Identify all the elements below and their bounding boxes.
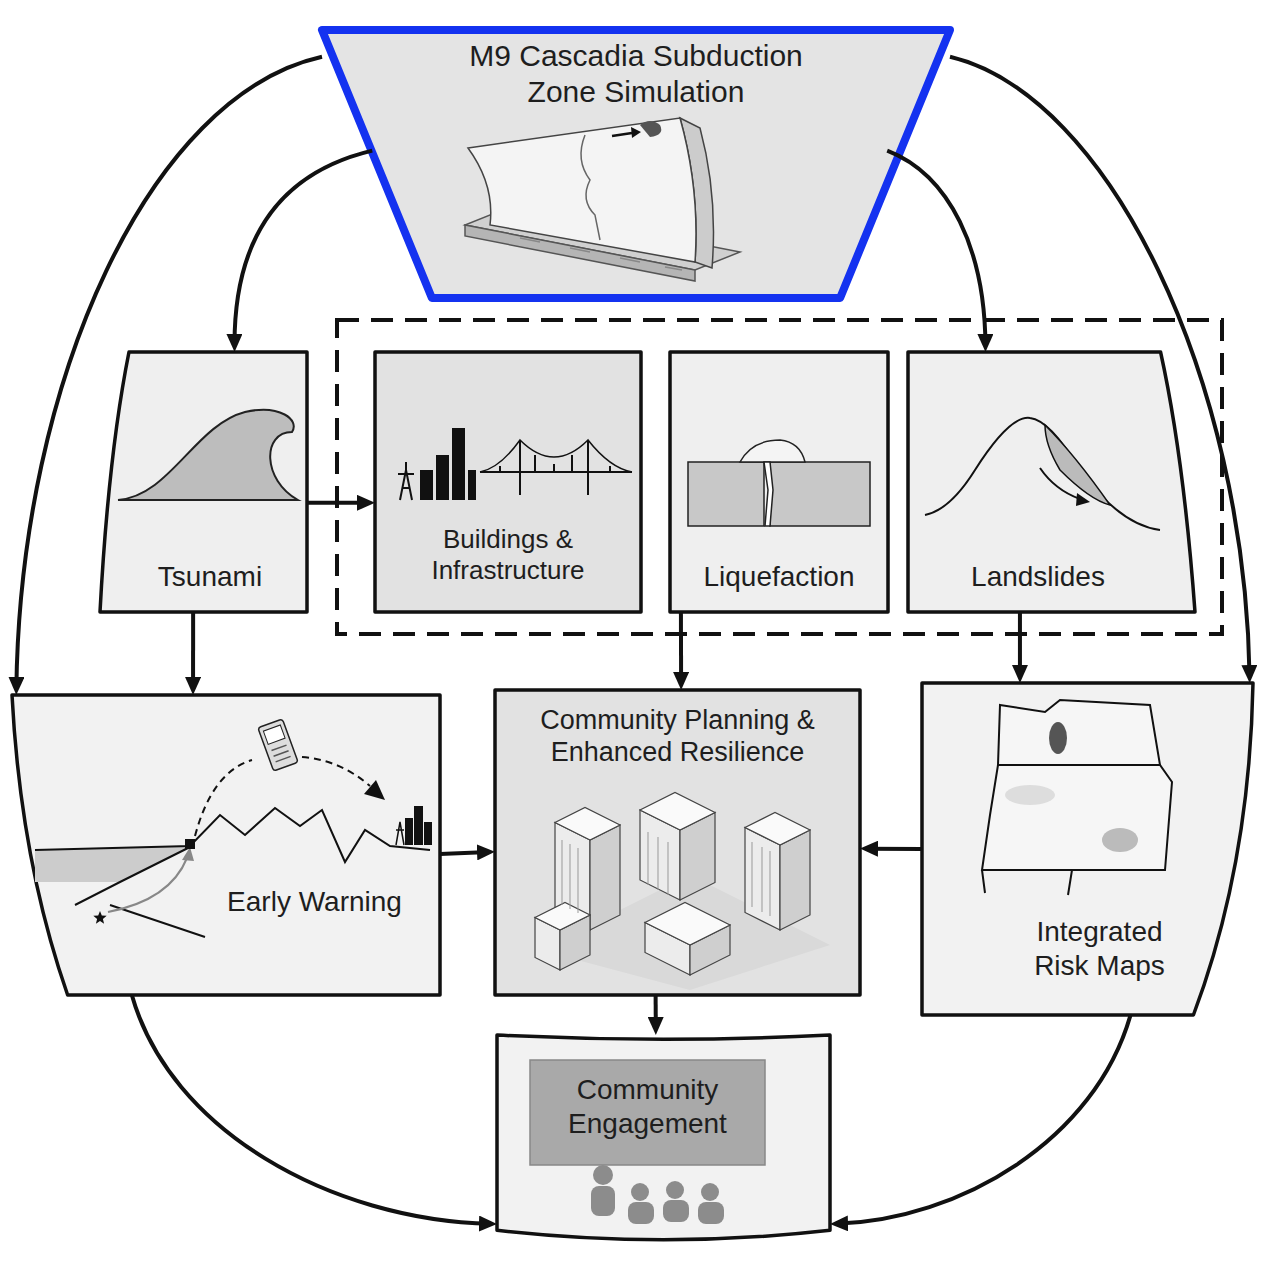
- node-label: Tsunami: [120, 560, 300, 594]
- node-outline-path: [670, 352, 888, 612]
- flow-arrow: [440, 852, 489, 854]
- outcome-box: Integrated Risk Maps: [922, 683, 1253, 1015]
- node-outline-path: [12, 695, 440, 995]
- phone-keys: [272, 745, 291, 762]
- slip-arrow: [612, 133, 632, 136]
- node-outline-path: [495, 690, 860, 995]
- risk-zone: [1102, 828, 1138, 852]
- phone-screen: [263, 725, 285, 744]
- state-outline: [982, 765, 1172, 870]
- epicenter-blob: [640, 121, 661, 137]
- flow-arrow: [679, 612, 683, 684]
- flow-arrow: [887, 151, 985, 346]
- flow-arrow: [191, 612, 195, 689]
- node-outline-path: [375, 352, 641, 612]
- node-outline-path: [908, 352, 1195, 612]
- node-label: Buildings & Infrastructure: [390, 524, 626, 586]
- building-bar: [405, 818, 413, 845]
- building-bar: [468, 470, 476, 500]
- person-head: [666, 1181, 684, 1199]
- node-label: Liquefaction: [675, 560, 883, 594]
- node-outline: [495, 690, 860, 995]
- hazard-box: Landslides: [908, 352, 1195, 612]
- risk-hotspot: [1049, 722, 1067, 754]
- node-label: M9 Cascadia Subduction Zone Simulation: [386, 38, 886, 110]
- city-block: [535, 793, 810, 976]
- node-outline-path: [322, 30, 950, 298]
- building-bar: [420, 470, 433, 500]
- building-face: [590, 825, 620, 930]
- building-roof: [645, 903, 730, 946]
- node-label: Community Engagement: [530, 1073, 765, 1140]
- soil-layer: [770, 462, 870, 526]
- flow-arrow: [16, 57, 322, 689]
- flow-arrow: [1018, 612, 1022, 677]
- sensor-station: [185, 839, 195, 849]
- person-body: [663, 1200, 689, 1222]
- node-label: Early Warning: [202, 885, 427, 919]
- person-head: [593, 1165, 613, 1185]
- flow-arrow: [307, 501, 369, 505]
- node-label: Landslides: [928, 560, 1148, 594]
- flow-arrow: [132, 995, 491, 1224]
- building-face: [780, 830, 810, 930]
- risk-zone: [1005, 785, 1055, 805]
- presentation-screen: [530, 1060, 765, 1165]
- node-outline-path: [497, 1035, 830, 1240]
- node-label: Integrated Risk Maps: [1012, 915, 1187, 982]
- node-outline: [497, 1035, 830, 1245]
- node-outline-path: [922, 683, 1253, 1015]
- person-head: [631, 1183, 649, 1201]
- engagement-box: Community Engagement: [497, 1035, 830, 1245]
- coastline: [581, 135, 600, 240]
- person-body: [698, 1202, 724, 1224]
- hazard-box: Buildings & Infrastructure: [375, 352, 641, 612]
- simulation-trapezoid: M9 Cascadia Subduction Zone Simulation: [322, 30, 950, 298]
- slip-arrowhead: [631, 127, 641, 138]
- node-outline: [12, 695, 440, 995]
- flow-arrow: [866, 847, 922, 851]
- building-bar: [414, 806, 423, 845]
- outcome-box: Early Warning: [12, 695, 440, 995]
- soil-layer: [688, 462, 764, 526]
- flow-arrow: [654, 995, 658, 1029]
- hazard-box: Tsunami: [100, 352, 307, 612]
- flow-arrow: [836, 1015, 1131, 1224]
- person-body: [628, 1202, 654, 1224]
- hazard-box: Liquefaction: [670, 352, 888, 612]
- building-bar: [424, 822, 432, 845]
- flow-arrow: [235, 151, 373, 346]
- node-label: Community Planning & Enhanced Resilience: [505, 704, 850, 769]
- building-bar: [452, 428, 465, 500]
- building-bar: [436, 455, 449, 500]
- person-body: [591, 1186, 615, 1216]
- outcome-box: Community Planning & Enhanced Resilience: [495, 690, 860, 995]
- node-outline-path: [100, 352, 307, 612]
- dashed-group: [337, 320, 1222, 634]
- state-outline: [998, 700, 1160, 765]
- person-head: [701, 1183, 719, 1201]
